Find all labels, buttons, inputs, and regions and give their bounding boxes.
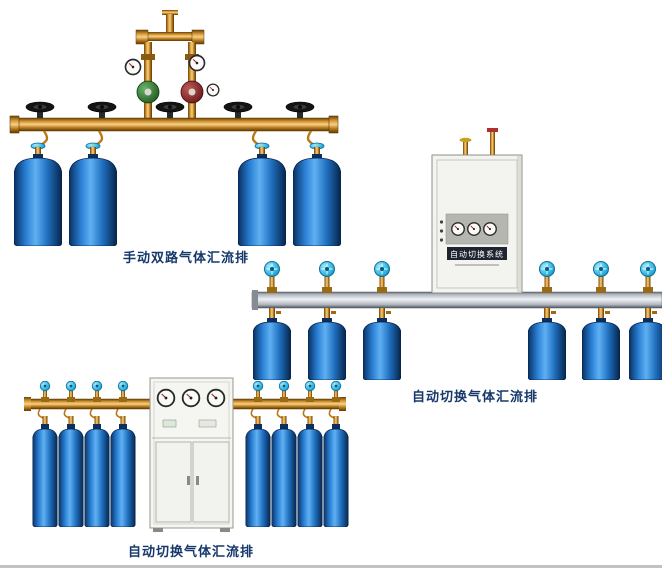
handwheel-valve <box>318 261 336 293</box>
product-image-manual-dual-manifold <box>9 10 341 246</box>
handwheel-valve <box>87 101 117 118</box>
handwheel-valve <box>330 381 342 403</box>
handwheel-valve <box>373 261 391 293</box>
handwheel-valve <box>155 101 185 118</box>
pressure-gauge <box>467 222 481 236</box>
handwheel-valve <box>25 101 55 118</box>
handwheel-valve <box>278 381 290 403</box>
gas-cylinder <box>297 416 323 527</box>
handwheel-valve <box>639 261 657 293</box>
gas-cylinder <box>238 142 286 246</box>
handwheel-valve <box>65 381 77 403</box>
product-caption-auto-wall: 自动切换气体汇流排 <box>411 389 538 404</box>
handwheel-valve <box>223 101 253 118</box>
pressure-regulator-right <box>180 54 220 104</box>
product-image-auto-switch-wall: 自动切换系统 <box>251 128 662 380</box>
rail-end-cap <box>252 290 258 310</box>
cabinet-label: 自动切换系统 <box>450 249 504 259</box>
cabinet-label-plate <box>447 247 507 260</box>
main-manifold-pipe <box>9 115 339 134</box>
cabinet-foot <box>153 528 163 532</box>
gas-cylinder <box>293 142 341 246</box>
cabinet-sublabel-line <box>455 264 499 266</box>
gas-cylinder <box>14 142 62 246</box>
handwheel-valve <box>91 381 103 403</box>
cabinet-foot <box>220 528 230 532</box>
pressure-gauge <box>188 54 206 72</box>
handwheel-valve <box>304 381 316 403</box>
control-cabinet: 自动切换系统 <box>431 128 523 294</box>
pressure-gauge <box>206 388 226 408</box>
indicator-light <box>439 229 444 233</box>
bottom-divider <box>0 565 662 568</box>
cabinet-door <box>155 441 192 523</box>
indicator-panel <box>198 419 217 428</box>
handwheel-valve <box>285 101 315 118</box>
handwheel-valve <box>252 381 264 403</box>
pipe-end-cap <box>339 397 346 411</box>
indicator-light <box>439 220 444 224</box>
product-caption-manual-dual: 手动双路气体汇流排 <box>122 250 249 265</box>
pipe-end-cap <box>24 397 31 411</box>
header-pipe <box>135 10 205 118</box>
door-handle <box>187 476 190 485</box>
gas-cylinder <box>245 416 271 527</box>
pressure-gauge <box>451 222 465 236</box>
gas-cylinder <box>308 308 346 380</box>
product-image-auto-switch-floor <box>24 377 349 532</box>
control-cabinet <box>149 377 234 532</box>
gas-cylinder <box>69 142 117 246</box>
handwheel-valve <box>538 261 556 293</box>
gas-cylinder <box>323 416 349 527</box>
gas-cylinder <box>363 308 401 380</box>
door-handle <box>196 476 199 485</box>
product-caption-auto-floor: 自动切换气体汇流排 <box>127 544 254 559</box>
manifold-rail <box>251 291 662 309</box>
handwheel-valve <box>117 381 129 403</box>
gas-cylinder <box>58 416 84 527</box>
handwheel-valve <box>592 261 610 293</box>
handwheel-valve <box>263 261 281 293</box>
pressure-regulator-left <box>124 58 160 104</box>
pressure-gauge <box>156 388 176 408</box>
indicator-light <box>439 238 444 242</box>
gas-cylinder <box>582 308 620 380</box>
gas-cylinder <box>253 308 291 380</box>
handwheel-valve <box>39 381 51 403</box>
gas-cylinder <box>110 416 136 527</box>
gas-cylinder <box>32 416 58 527</box>
pressure-gauge <box>483 222 497 236</box>
indicator-panel <box>162 419 177 428</box>
pressure-gauge <box>124 58 142 76</box>
gas-cylinder <box>528 308 566 380</box>
pressure-gauge <box>206 83 220 97</box>
gas-cylinder <box>629 308 662 380</box>
gas-cylinder <box>271 416 297 527</box>
pressure-gauge <box>181 388 201 408</box>
gas-cylinder <box>84 416 110 527</box>
